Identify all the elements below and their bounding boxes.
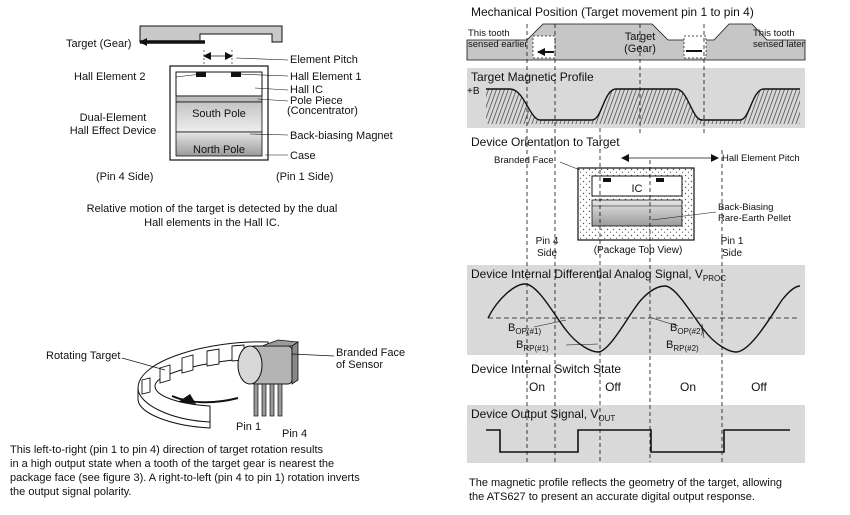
caption-line: package face (see figure 3). A right-to-… [10,472,360,484]
branded-face-label: Branded Face [494,155,554,166]
hall-ic-label: Hall IC [290,84,323,96]
output-waveform [486,429,790,453]
dual-element-diagram: Target (Gear) Element Pitch South Pole N… [66,25,393,229]
switch-state: On [529,380,545,394]
pole-piece-label: Pole Piece [290,95,343,107]
pole-piece [175,95,263,103]
mech-title: Mechanical Position (Target movement pin… [471,5,754,19]
hall-element-1 [231,72,241,77]
timing-diagram: Mechanical Position (Target movement pin… [466,5,806,503]
element-pitch-label: Element Pitch [290,54,358,66]
analog-signal-curve [487,283,801,353]
output-title: Device Output Signal, VOUT [471,407,615,423]
sensor-face [237,345,263,385]
bop2-label: BOP(#2) [670,322,703,336]
earlier-line2: sensed earlier [468,39,528,50]
sensor-pin [253,383,259,417]
output-band [467,405,805,463]
pin1-side-label: (Pin 1 Side) [276,171,333,183]
package-view-label: (Package Top View) [594,245,683,256]
brp2-label: BRP(#2) [666,339,699,353]
switch-state: Off [751,380,767,394]
pin1-side-line1: Pin 1 [721,236,744,247]
hall-element-2-label: Hall Element 2 [74,71,146,83]
package-pellet [591,199,683,227]
hall-ic-die [175,71,263,97]
tooth-window-2 [683,35,707,59]
north-pole-label: North Pole [193,144,245,156]
caption-line: in a high output state when a tooth of t… [10,458,335,470]
back-line2: Rare-Earth Pellet [718,213,791,224]
right-caption-line2: the ATS627 to present an accurate digita… [469,491,755,503]
left-bottom-caption: This left-to-right (pin 1 to pin 4) dire… [10,443,430,499]
later-line1: This tooth [753,28,795,39]
rotating-target-diagram: Rotating Target Branded Face of Sensor P… [46,339,405,440]
pin4-side-line2: Side [537,248,557,259]
orient-title: Device Orientation to Target [471,135,620,149]
caption-line: This left-to-right (pin 1 to pin 4) dire… [10,444,324,456]
concentrator-label: (Concentrator) [287,105,358,117]
earlier-line1: This tooth [468,28,510,39]
later-line2: sensed later [753,39,805,50]
pin4-side-label: (Pin 4 Side) [96,171,153,183]
branded-face-line1: Branded Face [336,347,405,359]
back-line1: Back-Biasing [718,202,773,213]
hall-pitch-label: Hall Element Pitch [722,153,800,164]
hall-element-1-label: Hall Element 1 [290,71,362,83]
plus-b-label: +B [467,86,480,97]
target-gear-shape [139,25,283,43]
tooth-window-1 [532,35,556,59]
pin1-label: Pin 1 [236,421,261,433]
switch-state: Off [605,380,621,394]
left-top-caption-line2: Hall elements in the Hall IC. [144,217,280,229]
analog-title: Device Internal Differential Analog Sign… [471,267,726,283]
pin4-label: Pin 4 [282,428,307,440]
target-gear-label: Target (Gear) [66,38,131,50]
case-label: Case [290,150,316,162]
sensor-pin [277,383,283,417]
switch-title: Device Internal Switch State [471,362,621,376]
rotation-arrow [171,395,239,404]
mag-title: Target Magnetic Profile [471,70,594,84]
left-top-caption-line1: Relative motion of the target is detecte… [87,203,338,215]
ic-label: IC [632,183,643,195]
sensor-pin [261,383,267,417]
brp1-label: BRP(#1) [516,339,549,353]
south-pole-label: South Pole [192,108,246,120]
sensor-pin [269,383,275,417]
pin1-side-line2: Side [722,248,742,259]
bop1-label: BOP(#1) [508,322,541,336]
alignment-lines [526,24,723,462]
branded-face-line2: of Sensor [336,359,383,371]
back-magnet-label: Back-biasing Magnet [290,130,393,142]
right-caption-line1: The magnetic profile reflects the geomet… [469,477,782,489]
back-magnet-north [175,131,263,157]
rotating-target-label: Rotating Target [46,350,120,362]
mag-profile-curve [486,89,800,124]
switch-state: On [680,380,696,394]
caption-line: the output signal polarity. [10,486,132,498]
device-label-line1: Dual-Element [80,112,147,124]
device-label-line2: Hall Effect Device [70,125,157,137]
hall-element-2 [196,72,206,77]
pin4-side-line1: Pin 4 [536,236,559,247]
target-gear-line1: Target [625,31,656,43]
analog-band [467,265,805,355]
